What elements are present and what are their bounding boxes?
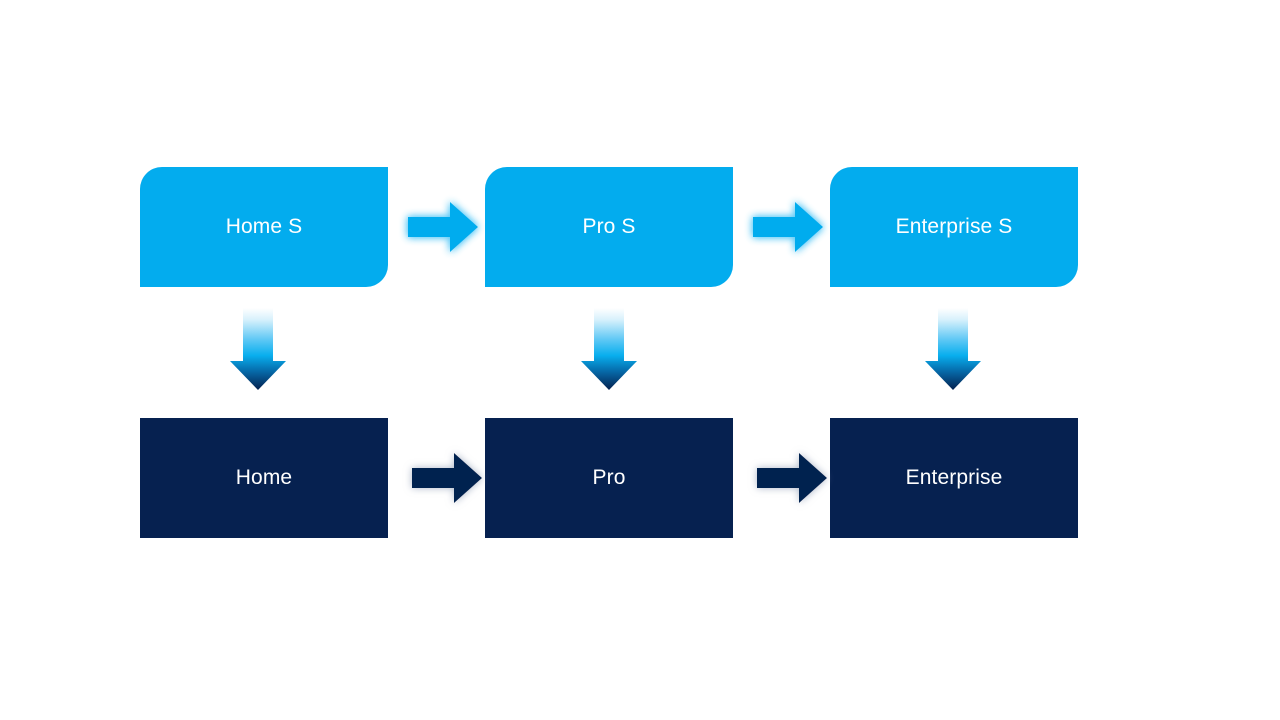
process-box-home[interactable]: Home [140, 418, 388, 538]
process-box-label: Home [235, 466, 293, 490]
process-box-label: Pro [592, 466, 626, 490]
arrow-shape [581, 308, 637, 390]
process-box-label: Enterprise [905, 466, 1003, 490]
arrow-shape [412, 453, 482, 503]
arrow-shape [925, 308, 981, 390]
arrow-down-pro-s-to-pro [581, 308, 637, 390]
arrow-down-home-s-to-home [230, 308, 286, 390]
arrow-right-home-s-to-pro-s [408, 200, 478, 254]
arrow-shape [757, 453, 827, 503]
arrow-shape [408, 202, 478, 252]
process-box-label: Pro S [582, 215, 636, 239]
arrow-shape [753, 202, 823, 252]
process-box-enterprise-s[interactable]: Enterprise S [830, 167, 1078, 287]
process-box-pro[interactable]: Pro [485, 418, 733, 538]
process-box-home-s[interactable]: Home S [140, 167, 388, 287]
process-box-label: Enterprise S [895, 215, 1013, 239]
arrow-shape [230, 308, 286, 390]
arrow-down-enterprise-s-to-enterprise [925, 308, 981, 390]
process-box-label: Home S [225, 215, 303, 239]
arrow-right-home-to-pro [412, 451, 482, 505]
process-box-enterprise[interactable]: Enterprise [830, 418, 1078, 538]
process-box-pro-s[interactable]: Pro S [485, 167, 733, 287]
arrow-right-pro-s-to-enterprise-s [753, 200, 823, 254]
arrow-right-pro-to-enterprise [757, 451, 827, 505]
